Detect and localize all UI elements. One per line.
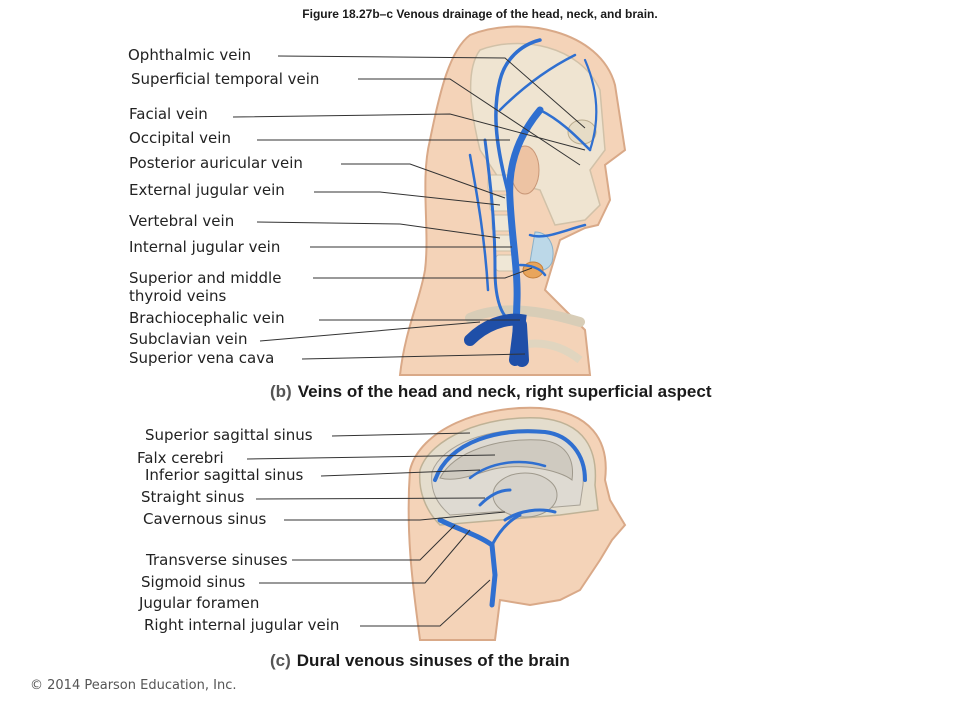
panel-c-caption: Dural venous sinuses of the brain [296,651,570,670]
label-posterior-auricular-vein: Posterior auricular vein [129,154,303,172]
label-occipital-vein: Occipital vein [129,129,231,147]
label-vertebral-vein: Vertebral vein [129,212,235,230]
orbit [567,119,597,145]
label-right-internal-jugular-vein: Right internal jugular vein [144,616,340,634]
figure-title: Figure 18.27b–c Venous drainage of the h… [302,7,658,21]
label-cavernous-sinus: Cavernous sinus [143,510,267,528]
label-sigmoid-sinus: Sigmoid sinus [141,573,246,591]
dural-sinuses [433,429,587,608]
leader-lines-b [232,55,586,360]
label-superior-sagittal-sinus: Superior sagittal sinus [145,426,313,444]
brain-sinus-illustration [407,406,627,641]
label-external-jugular-vein: External jugular vein [129,181,285,199]
copyright-notice: © 2014 Pearson Education, Inc. [30,678,237,693]
label-transverse-sinuses: Transverse sinuses [146,551,288,569]
label-straight-sinus: Straight sinus [141,488,245,506]
leader-lines-c [246,432,506,627]
label-subclavian-vein: Subclavian vein [129,330,248,348]
panel-b-caption: Veins of the head and neck, right superf… [297,382,712,401]
label-internal-jugular-vein: Internal jugular vein [129,238,281,256]
label-facial-vein: Facial vein [129,105,208,123]
caption-panel-c: (c) Dural venous sinuses of the brain [270,651,570,671]
label-brachiocephalic-vein: Brachiocephalic vein [129,309,285,327]
label-ophthalmic-vein: Ophthalmic vein [128,46,252,64]
label-falx-cerebri: Falx cerebri [137,449,224,467]
panel-c-letter: (c) [270,651,291,670]
clavicle [465,305,585,327]
label-jugular-foramen: Jugular foramen [139,594,260,612]
label-superficial-temporal-vein: Superficial temporal vein [131,70,320,88]
label-inferior-sagittal-sinus: Inferior sagittal sinus [145,466,304,484]
panel-b-letter: (b) [270,382,292,401]
caption-panel-b: (b) Veins of the head and neck, right sup… [270,382,712,402]
label-superior-middle-thyroid-veins: Superior and middle thyroid veins [129,269,282,305]
label-superior-vena-cava: Superior vena cava [129,349,275,367]
